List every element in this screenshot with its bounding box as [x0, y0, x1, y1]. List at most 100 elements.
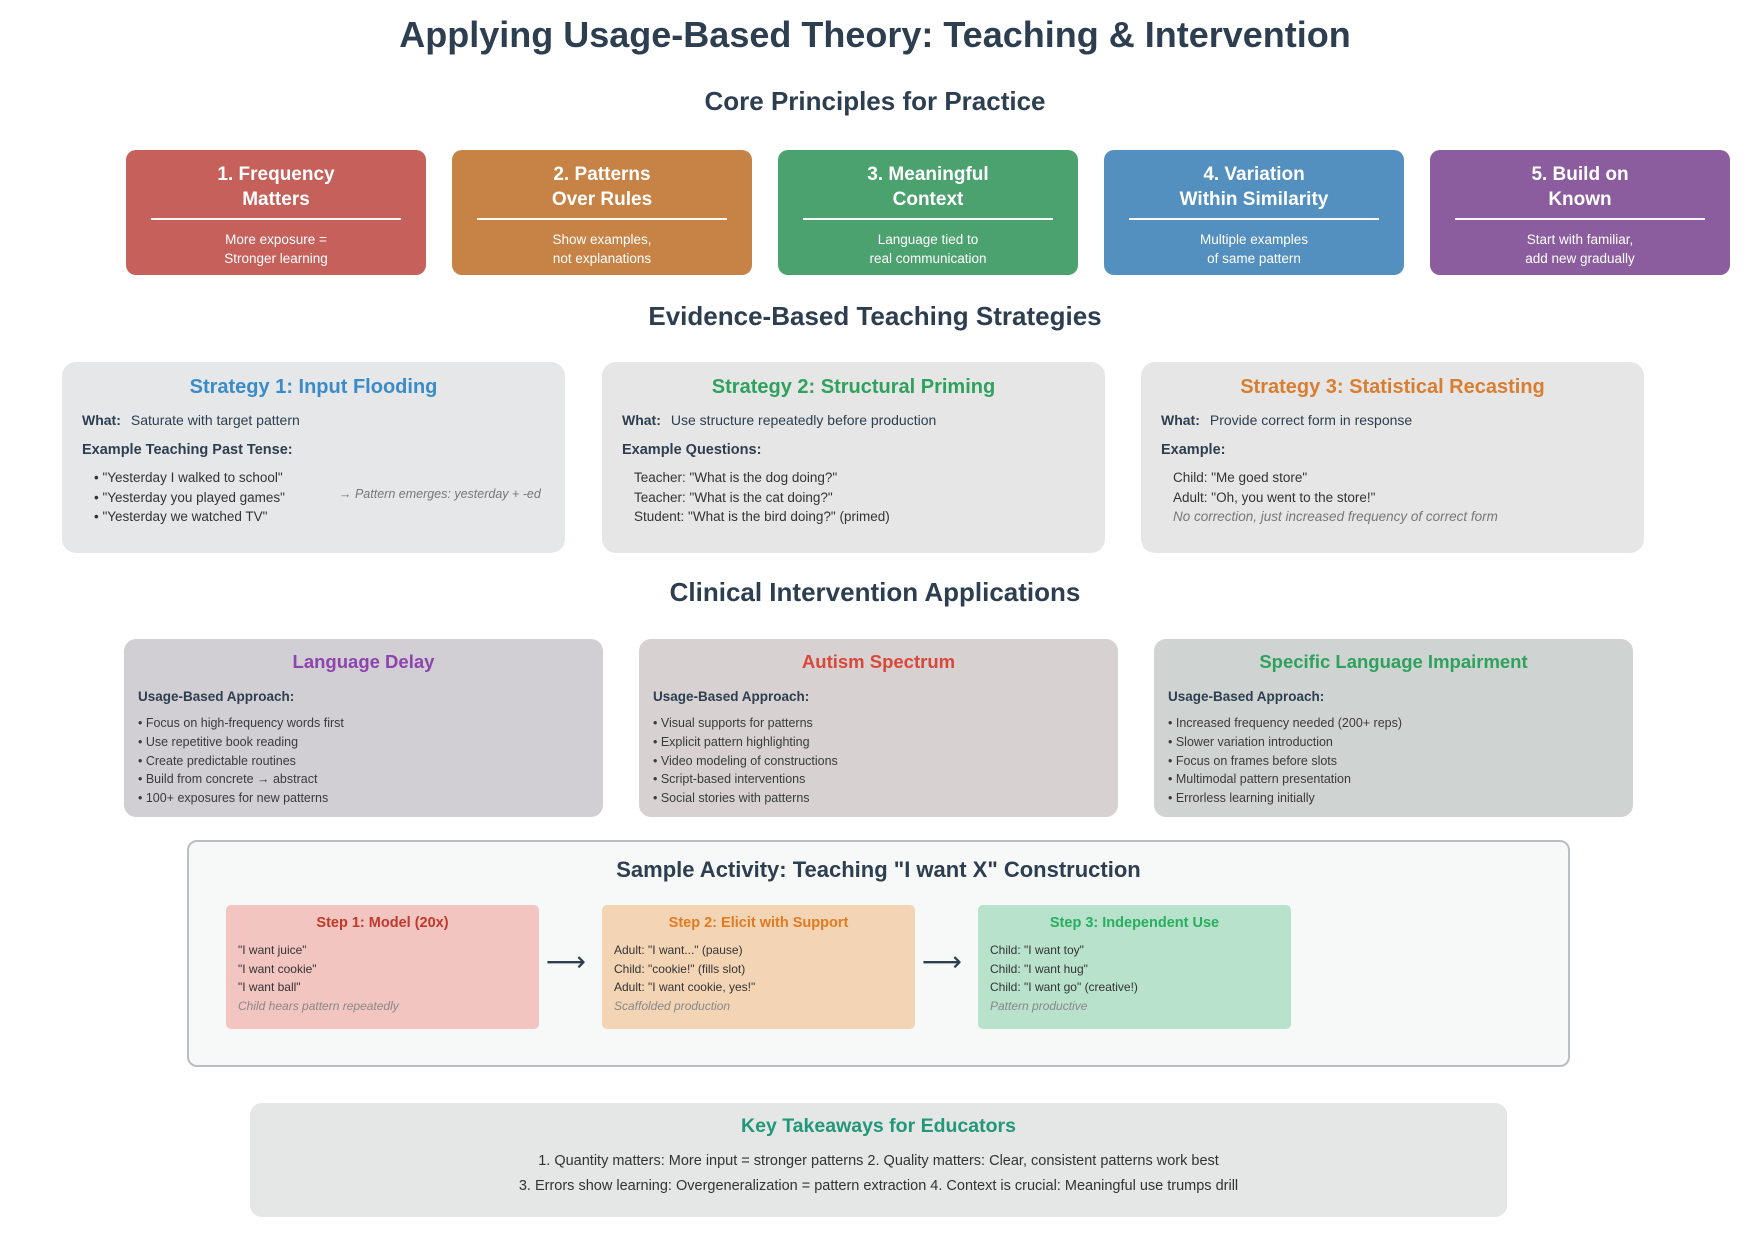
- approach-label: Usage-Based Approach:: [653, 689, 810, 704]
- strategy-what: What: Use structure repeatedly before pro…: [622, 412, 936, 428]
- strategies-heading: Evidence-Based Teaching Strategies: [648, 301, 1102, 331]
- example-note: No correction, just increased frequency …: [1173, 509, 1498, 524]
- step-title: Step 3: Independent Use: [1049, 915, 1220, 931]
- principle-description: Show examples, not explanations: [552, 232, 652, 266]
- principle-description: Language tied to real communication: [869, 232, 987, 266]
- strategy-title: Strategy 3: Statistical Recasting: [1240, 376, 1545, 398]
- step-line: Adult: "I want..." (pause): [614, 943, 743, 957]
- what-value: Saturate with target pattern: [130, 412, 300, 428]
- clinical-title: Language Delay: [292, 651, 435, 672]
- example-lines: • "Yesterday I walked to school" • "Yeste…: [94, 468, 285, 527]
- example-line: Adult: "Oh, you went to the store!": [1173, 489, 1376, 505]
- step-line: "I want cookie": [238, 961, 317, 976]
- approach-list: • Visual supports for patterns• Explicit…: [653, 714, 838, 808]
- step-line: Child: "I want hug": [990, 961, 1088, 976]
- sample-activity-panel: Sample Activity: Teaching "I want X" Con…: [187, 840, 1570, 1067]
- principle-title: 3. Meaningful Context: [867, 164, 989, 210]
- step-note: Pattern productive: [990, 998, 1088, 1013]
- approach-item: • Create predictable routines: [138, 753, 296, 768]
- example-label: Example Questions:: [622, 442, 762, 458]
- step-note: Scaffolded production: [614, 998, 731, 1013]
- what-label: What:: [82, 412, 121, 428]
- principle-description: More exposure = Stronger learning: [224, 232, 328, 266]
- approach-item: • Visual supports for patterns: [653, 716, 813, 730]
- activity-step: Step 1: Model (20x)"I want juice""I want…: [226, 905, 539, 1029]
- principle-description: Start with familiar, add new gradually: [1525, 232, 1635, 266]
- what-value: Provide correct form in response: [1209, 412, 1413, 428]
- example-lines: Child: "Me goed store"Adult: "Oh, you we…: [1173, 468, 1498, 527]
- arrow-right-icon: ⟶: [921, 946, 963, 977]
- what-label: What:: [622, 412, 661, 428]
- clinical-title: Specific Language Impairment: [1259, 651, 1528, 672]
- approach-item: • Use repetitive book reading: [138, 734, 299, 749]
- approach-item: • Video modeling of constructions: [653, 753, 838, 768]
- activity-title: Sample Activity: Teaching "I want X" Con…: [616, 857, 1141, 882]
- approach-item: • Increased frequency needed (200+ reps): [1168, 716, 1403, 730]
- takeaways-line-1: 1. Quantity matters: More input = strong…: [538, 1153, 1219, 1169]
- page-title: Applying Usage-Based Theory: Teaching & …: [399, 14, 1351, 55]
- approach-item: • Errorless learning initially: [1168, 791, 1315, 806]
- takeaways-title: Key Takeaways for Educators: [741, 1115, 1016, 1137]
- principle-divider: [477, 218, 727, 220]
- what-value: Use structure repeatedly before producti…: [670, 412, 937, 428]
- arrow-right-icon: ⟶: [545, 946, 587, 977]
- principle-title: 2. Patterns Over Rules: [551, 164, 653, 210]
- approach-item: • 100+ exposures for new patterns: [138, 791, 329, 806]
- step-line: Child: "I want go" (creative!): [990, 980, 1138, 994]
- approach-list: • Increased frequency needed (200+ reps)…: [1168, 714, 1402, 808]
- principle-description: Multiple examples of same pattern: [1199, 232, 1309, 266]
- example-line: Student: "What is the bird doing?" (prim…: [634, 509, 890, 524]
- principle-divider: [1129, 218, 1379, 220]
- approach-item: • Focus on frames before slots: [1168, 753, 1338, 768]
- example-lines: Teacher: "What is the dog doing?" Teacher…: [634, 468, 890, 527]
- step-title: Step 2: Elicit with Support: [668, 915, 849, 931]
- approach-item: • Script-based interventions: [653, 772, 806, 787]
- step-line: Child: "I want toy": [990, 943, 1084, 957]
- approach-label: Usage-Based Approach:: [1168, 689, 1325, 704]
- approach-item: • Focus on high-frequency words first: [138, 716, 344, 730]
- strategy-what: What: Provide correct form in response: [1161, 412, 1412, 428]
- step-line: Child: "cookie!" (fills slot): [614, 961, 746, 976]
- step-lines: "I want juice" "I want cookie" "I want bal…: [238, 941, 399, 1015]
- step-line: "I want ball": [238, 980, 301, 994]
- step-lines: Adult: "I want..." (pause) Child: "cookie…: [614, 941, 755, 1015]
- key-takeaways-panel: Key Takeaways for Educators 1. Quantity …: [250, 1103, 1507, 1217]
- example-label: Example:: [1161, 442, 1226, 458]
- step-note: Child hears pattern repeatedly: [238, 998, 399, 1013]
- step-lines: Child: "I want toy" Child: "I want hug" Ch…: [990, 941, 1138, 1015]
- strategy-what: What: Saturate with target pattern: [82, 412, 300, 428]
- step-line: "I want juice": [238, 943, 307, 957]
- example-line: • "Yesterday you played games": [94, 489, 285, 505]
- strategy-title: Strategy 1: Input Flooding: [189, 376, 438, 398]
- principle-divider: [1455, 218, 1705, 220]
- principle-divider: [151, 218, 401, 220]
- example-line: • "Yesterday I walked to school": [94, 470, 283, 485]
- clinical-heading: Clinical Intervention Applications: [669, 577, 1081, 607]
- approach-item: • Slower variation introduction: [1168, 734, 1333, 749]
- principles-heading: Core Principles for Practice: [704, 86, 1046, 116]
- approach-item: • Build from concrete → abstract: [138, 772, 318, 787]
- clinical-title: Autism Spectrum: [801, 651, 956, 672]
- principle-title: 5. Build on Known: [1531, 164, 1629, 210]
- what-label: What:: [1161, 412, 1200, 428]
- example-line: Teacher: "What is the cat doing?": [634, 489, 833, 505]
- step-title: Step 1: Model (20x): [316, 915, 449, 931]
- takeaways-line-2: 3. Errors show learning: Overgeneralizat…: [518, 1178, 1239, 1194]
- principle-title: 4. Variation Within Similarity: [1179, 164, 1329, 210]
- strategy-title: Strategy 2: Structural Priming: [711, 376, 996, 398]
- example-line: • "Yesterday we watched TV": [94, 509, 268, 524]
- approach-list: • Focus on high-frequency words first • U…: [138, 714, 344, 808]
- example-line: Teacher: "What is the dog doing?": [634, 470, 838, 485]
